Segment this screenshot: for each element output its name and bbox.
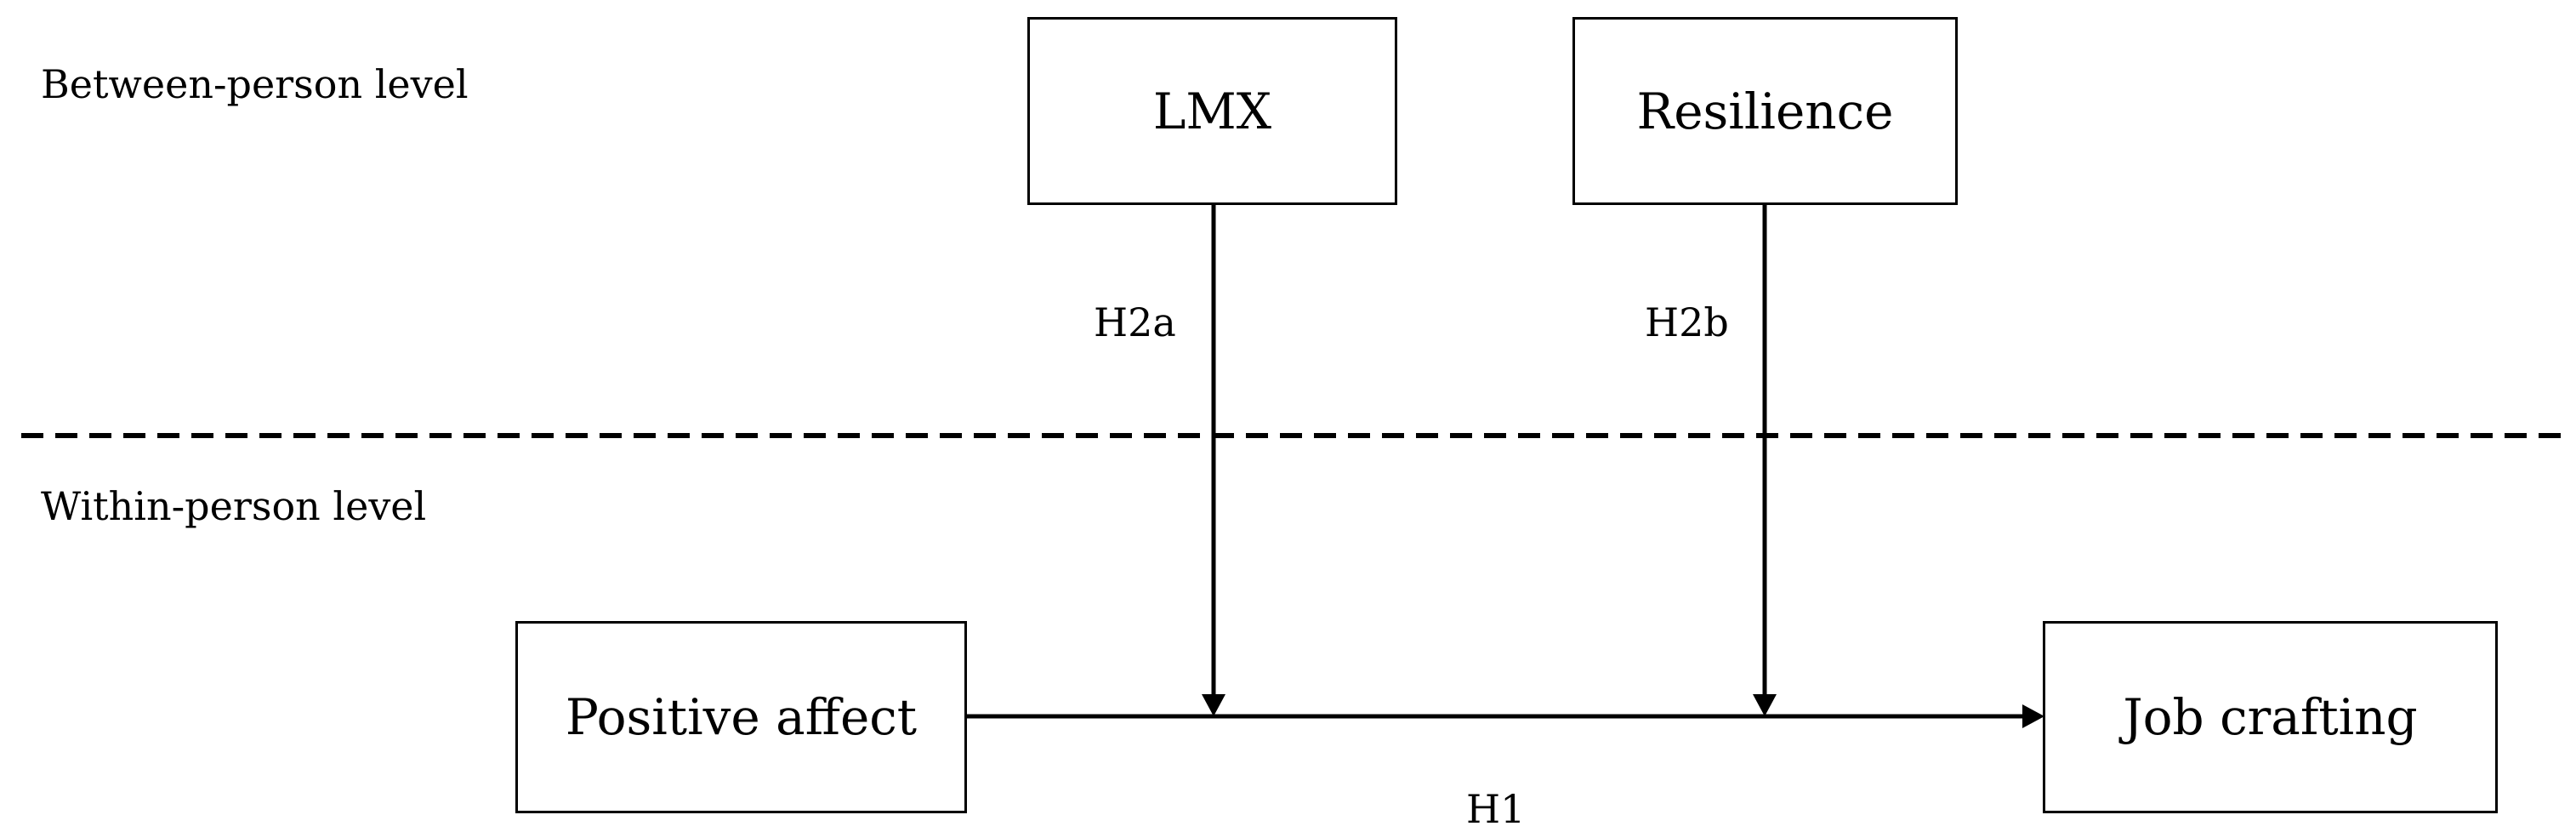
h1-label: H1 xyxy=(1466,786,1526,832)
h2a-arrowhead xyxy=(1202,694,1225,716)
h2a-label: H2a xyxy=(1094,299,1176,345)
h2b-arrowhead xyxy=(1753,694,1777,716)
job-crafting-box: Job crafting xyxy=(2043,621,2498,813)
lmx-label: LMX xyxy=(1152,82,1272,140)
h2b-label: H2b xyxy=(1645,299,1729,345)
lmx-box: LMX xyxy=(1027,17,1397,205)
resilience-label: Resilience xyxy=(1636,82,1894,140)
positive-affect-label: Positive affect xyxy=(565,688,918,746)
positive-affect-box: Positive affect xyxy=(515,621,967,813)
job-crafting-label: Job crafting xyxy=(2123,688,2418,746)
within-person-level-label: Within-person level xyxy=(41,483,427,529)
between-person-level-label: Between-person level xyxy=(41,61,469,107)
resilience-box: Resilience xyxy=(1572,17,1958,205)
h1-arrowhead xyxy=(2022,704,2044,728)
